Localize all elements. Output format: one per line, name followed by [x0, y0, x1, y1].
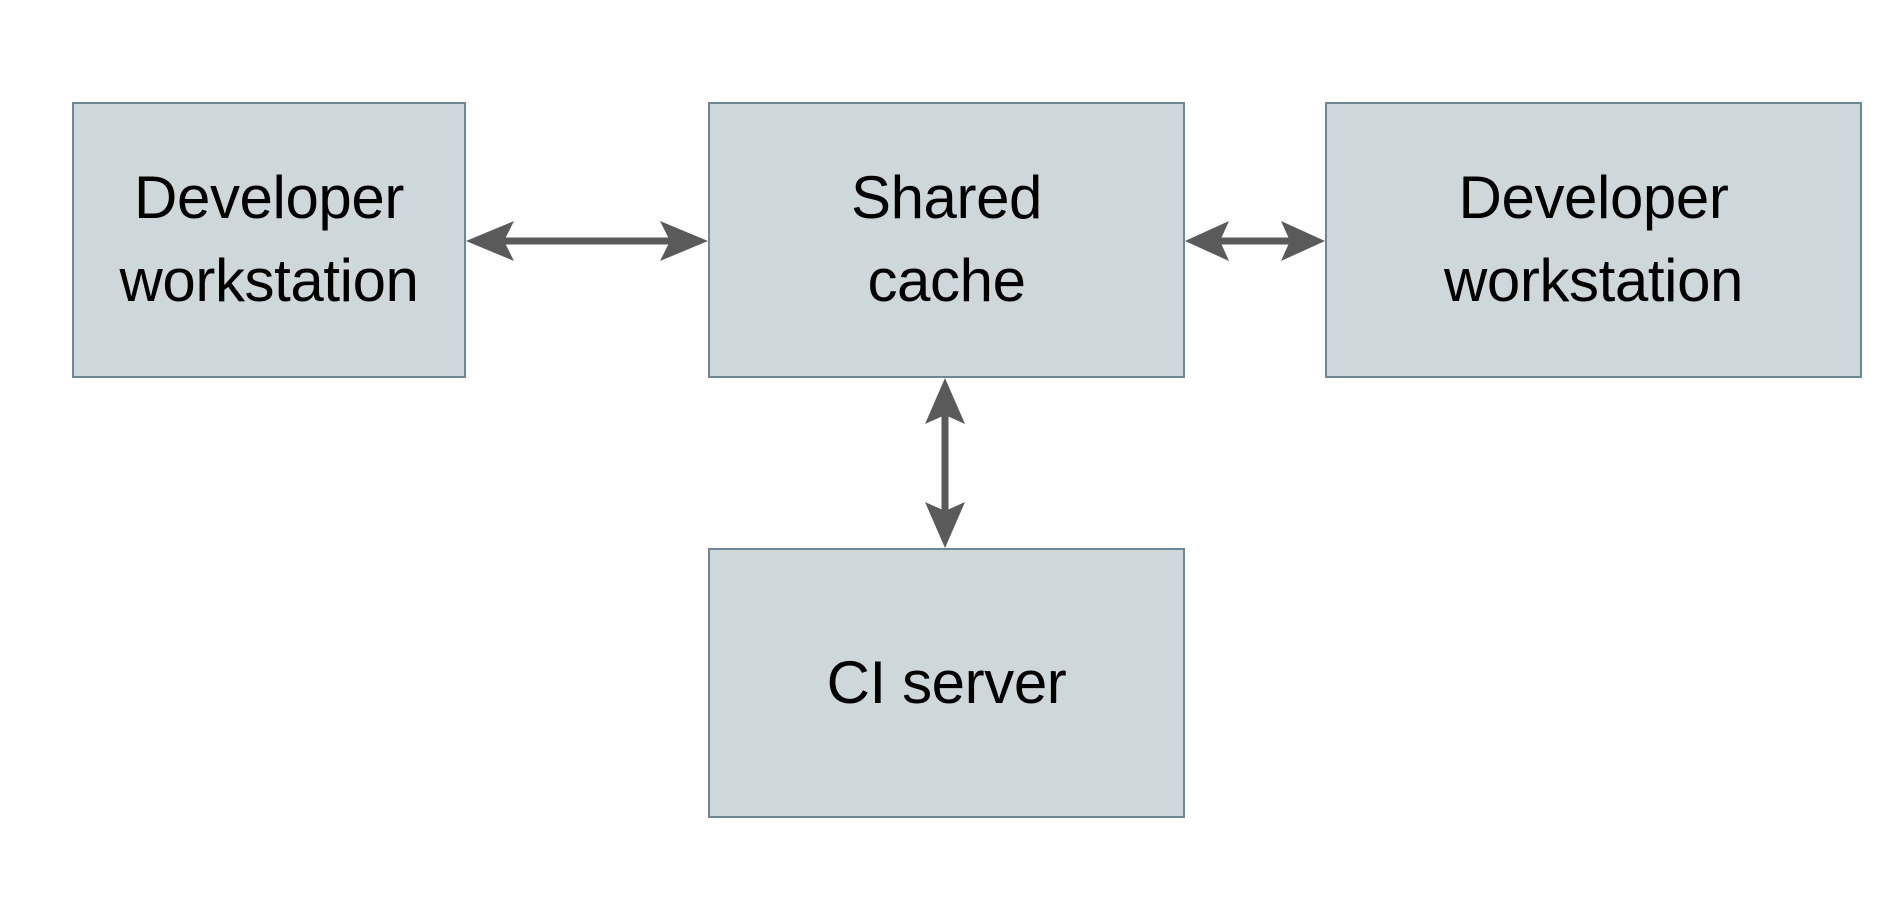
edge-shared-cache-to-ci-server — [914, 374, 976, 552]
double-arrow-horizontal-icon — [1185, 221, 1325, 261]
node-ci-server[interactable]: CI server — [708, 548, 1185, 818]
edge-left-workstation-to-shared-cache — [462, 210, 712, 272]
node-developer-workstation-left[interactable]: Developer workstation — [72, 102, 466, 378]
node-shared-cache[interactable]: Shared cache — [708, 102, 1185, 378]
edge-shared-cache-to-right-workstation — [1181, 210, 1329, 272]
double-arrow-vertical-icon — [925, 378, 965, 548]
node-label: Developer workstation — [119, 164, 419, 314]
node-label: CI server — [826, 648, 1067, 716]
node-label: Shared cache — [850, 164, 1043, 314]
node-label: Developer workstation — [1443, 164, 1744, 314]
double-arrow-horizontal-icon — [466, 221, 708, 261]
node-developer-workstation-right[interactable]: Developer workstation — [1325, 102, 1862, 378]
